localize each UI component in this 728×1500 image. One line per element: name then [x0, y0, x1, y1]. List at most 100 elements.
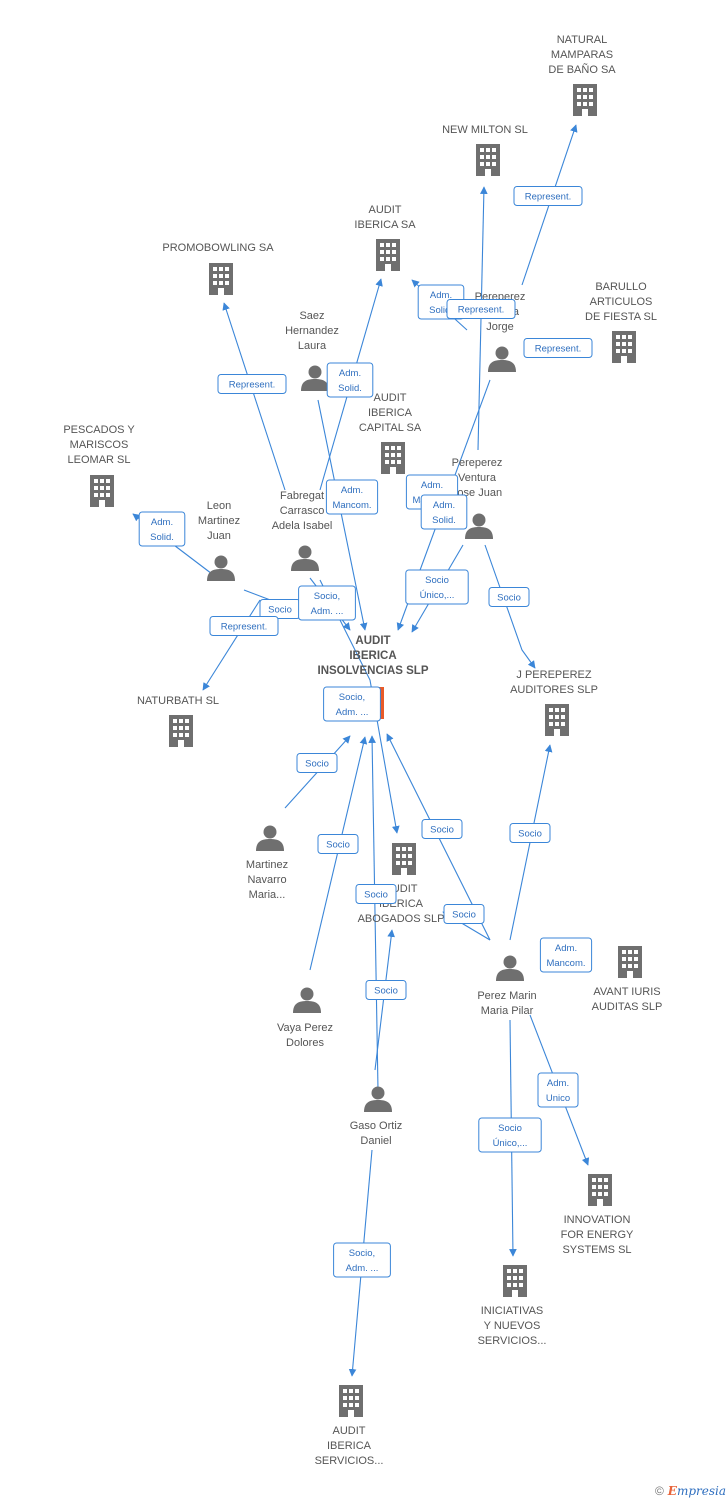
person-icon: [465, 513, 493, 539]
edge-label-represent-barullo[interactable]: Represent.: [523, 338, 593, 358]
node-label-line: Martinez: [198, 515, 240, 527]
node-label-line: BARULLO: [595, 281, 647, 293]
edge-label-socio-martinez[interactable]: Socio: [296, 753, 338, 773]
node-naturbath[interactable]: NATURBATH SL: [137, 695, 219, 747]
edge-label-socio-leon[interactable]: Socio: [259, 599, 301, 619]
edge-label-adm-solid-audit-sa-saez[interactable]: Adm.Solid.: [326, 362, 374, 398]
edge-label-box: [446, 299, 516, 319]
node-label-line: AVANT IURIS: [593, 986, 660, 998]
edge-label-socio-perez-jpereperez[interactable]: Socio: [509, 823, 551, 843]
edge-label-text: Socio: [374, 986, 398, 997]
node-label-line: MAMPARAS: [551, 49, 613, 61]
node-label-line: Dolores: [286, 1037, 324, 1049]
edge-label-represent-naturbath[interactable]: Represent.: [209, 616, 279, 636]
node-label-line: Vaya Perez: [277, 1022, 333, 1034]
edge-label-socio-abogados-up[interactable]: Socio: [355, 884, 397, 904]
node-label: NATURBATH SL: [137, 695, 219, 707]
copyright-icon: ©: [654, 1484, 664, 1498]
edge-label-text: Socio: [498, 1123, 522, 1134]
edge-label-socio-vaya[interactable]: Socio: [317, 834, 359, 854]
person-icon: [293, 987, 321, 1013]
building-icon: [376, 239, 400, 271]
edge-label-adm-solid-pescados[interactable]: Adm.Solid.: [138, 511, 186, 547]
edge-label-text: Adm. ...: [336, 707, 369, 718]
edge-label-socio-adm-fabregat-abogados[interactable]: Socio,Adm. ...: [323, 686, 381, 722]
edge-label-text: Adm. ...: [346, 1263, 379, 1274]
edge-label-socio-juan-jpereperez[interactable]: Socio: [488, 587, 530, 607]
edge-label-box: [509, 823, 551, 843]
edge-label-text: Represent.: [221, 622, 267, 633]
edge-label-adm-solid-juan-capital[interactable]: Adm.Solid.: [420, 494, 468, 530]
edge-label-socio-adm-servicios[interactable]: Socio,Adm. ...: [333, 1242, 391, 1278]
edge-label-box: [405, 569, 469, 605]
edge-label-represent-promobowling[interactable]: Represent.: [217, 374, 287, 394]
building-icon: [612, 331, 636, 363]
node-new-milton[interactable]: NEW MILTON SL: [442, 124, 528, 176]
edge-label-adm-mancom-avant[interactable]: Adm.Mancom.: [539, 937, 593, 973]
node-label: PROMOBOWLING SA: [162, 242, 274, 254]
edge-label-box: [217, 374, 287, 394]
edge-label-socio-adm-fabregat[interactable]: Socio,Adm. ...: [298, 585, 356, 621]
edge-label-box: [537, 1072, 579, 1108]
building-icon: [573, 84, 597, 116]
node-label-line: NATURBATH SL: [137, 695, 219, 707]
empresia-logo[interactable]: Empresia: [667, 1484, 726, 1498]
person-icon: [488, 346, 516, 372]
footer-brand: © Empresia: [655, 1484, 726, 1498]
node-label-line: DE BAÑO SA: [548, 63, 616, 76]
edge-label-represent-jorge-newmilton[interactable]: Represent.: [446, 299, 516, 319]
person-icon: [207, 555, 235, 581]
edge-label-adm-unico-innovation[interactable]: Adm. Unico: [537, 1072, 579, 1108]
edge-label-text: Socio: [497, 593, 521, 604]
node-label-line: Perez Marin: [477, 990, 536, 1002]
edge-label-adm-mancom-fabregat[interactable]: Adm.Mancom.: [325, 479, 379, 515]
edge-label-text: Unico: [546, 1093, 570, 1104]
edge-label-text: Socio: [425, 575, 449, 586]
node-label-line: Jorge: [486, 321, 514, 333]
edge-label-socio-unico-juan[interactable]: SocioÚnico,...: [405, 569, 469, 605]
edge-label-text: Solid.: [432, 515, 456, 526]
edge-label-text: Socio: [452, 910, 476, 921]
edge-label-text: Socio: [326, 840, 350, 851]
building-icon: [545, 704, 569, 736]
edge-label-socio-gaso-abogados[interactable]: Socio: [365, 980, 407, 1000]
node-natural-mamparas[interactable]: NATURAL MAMPARAS DE BAÑO SA: [548, 34, 616, 116]
node-label: NEW MILTON SL: [442, 124, 528, 136]
node-label-line: ABOGADOS SLP: [358, 913, 445, 925]
node-label-line: IBERICA: [349, 650, 396, 662]
edge-line: [368, 735, 379, 1091]
node-promobowling[interactable]: PROMOBOWLING SA: [162, 242, 274, 295]
edge-label-socio-unico-iniciativas[interactable]: SocioÚnico,...: [478, 1117, 542, 1153]
node-label-line: NATURAL: [557, 34, 608, 46]
edge-label-represent-natural[interactable]: Represent.: [513, 186, 583, 206]
edge-label-socio-perez-abogados[interactable]: Socio: [443, 904, 485, 924]
edge-label-socio-perez-center[interactable]: Socio: [421, 819, 463, 839]
node-label-line: LEOMAR SL: [68, 454, 131, 466]
edge-label-text: Adm.: [547, 1078, 569, 1089]
node-label-line: CAPITAL SA: [359, 422, 422, 434]
